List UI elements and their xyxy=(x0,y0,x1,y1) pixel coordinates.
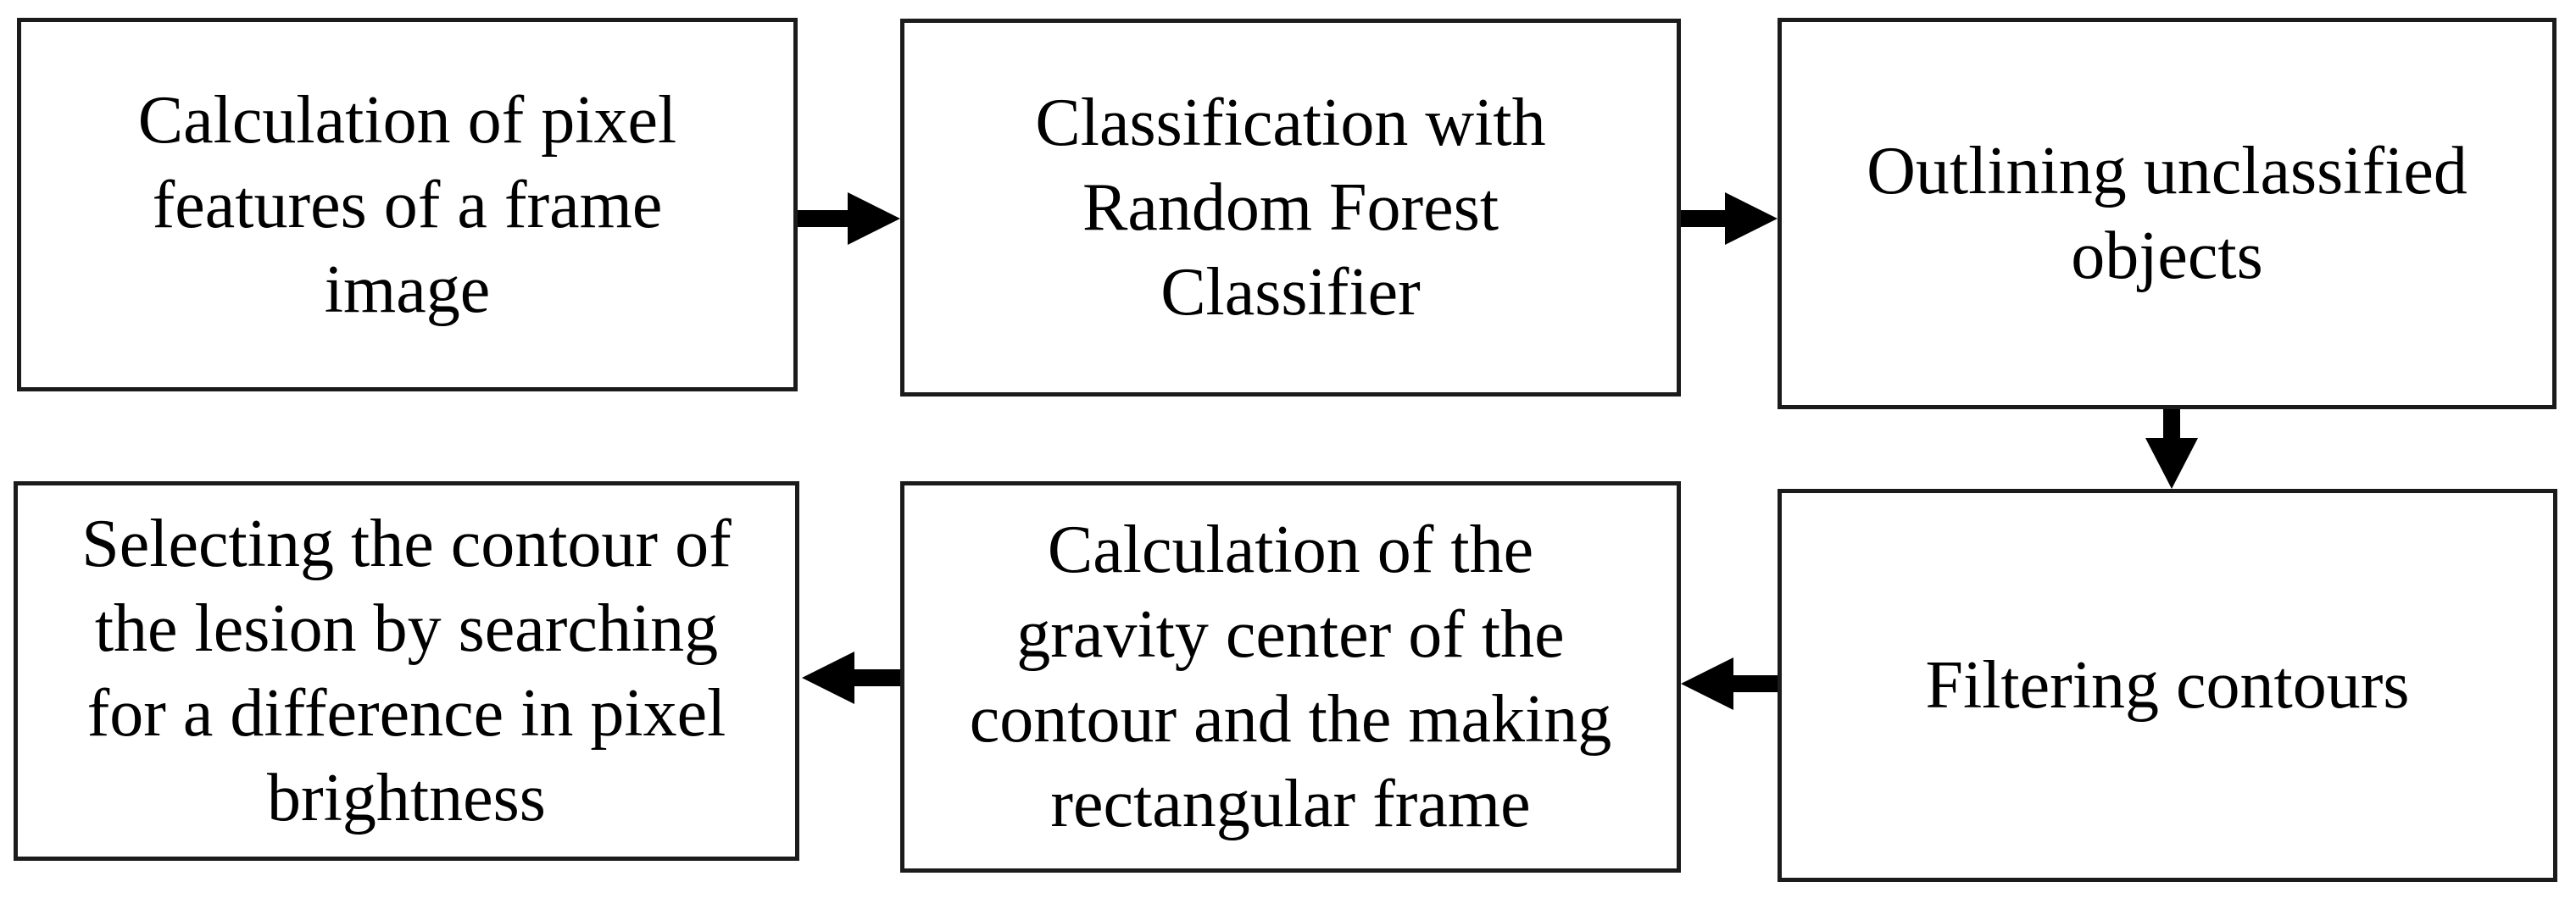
down-arrow-icon xyxy=(2145,409,2198,489)
flow-box-filtering-contours: Filtering contours xyxy=(1778,489,2557,882)
flow-box-label: Classification with Random Forest Classi… xyxy=(1035,86,1546,330)
flow-box-label: Calculation of the gravity center of the… xyxy=(969,513,1612,841)
arrow-shaft xyxy=(2163,409,2180,440)
arrow-head xyxy=(1725,192,1778,245)
arrow-shaft xyxy=(798,210,849,227)
left-arrow-icon xyxy=(1681,657,1778,710)
flow-box-gravity-center: Calculation of the gravity center of the… xyxy=(900,481,1681,873)
flow-box-lesion-contour-selection: Selecting the contour of the lesion by s… xyxy=(14,481,799,861)
arrow-shaft xyxy=(1681,210,1727,227)
arrow-head xyxy=(802,652,854,704)
flow-box-label: Outlining unclassified objects xyxy=(1867,134,2468,293)
flow-box-pixel-features: Calculation of pixel features of a frame… xyxy=(17,18,798,391)
arrow-shaft xyxy=(853,669,900,686)
arrow-head xyxy=(848,192,900,245)
right-arrow-icon xyxy=(1681,192,1778,245)
flow-box-label: Calculation of pixel features of a frame… xyxy=(137,82,677,327)
flow-box-label: Filtering contours xyxy=(1925,648,2410,723)
arrow-head xyxy=(2145,438,2198,489)
arrow-head xyxy=(1681,657,1733,710)
left-arrow-icon xyxy=(802,652,900,704)
arrow-shaft xyxy=(1732,675,1778,692)
flow-box-random-forest-classification: Classification with Random Forest Classi… xyxy=(900,19,1681,397)
flow-box-label: Selecting the contour of the lesion by s… xyxy=(81,507,732,835)
right-arrow-icon xyxy=(798,192,900,245)
flow-box-outlining-unclassified: Outlining unclassified objects xyxy=(1778,18,2557,409)
